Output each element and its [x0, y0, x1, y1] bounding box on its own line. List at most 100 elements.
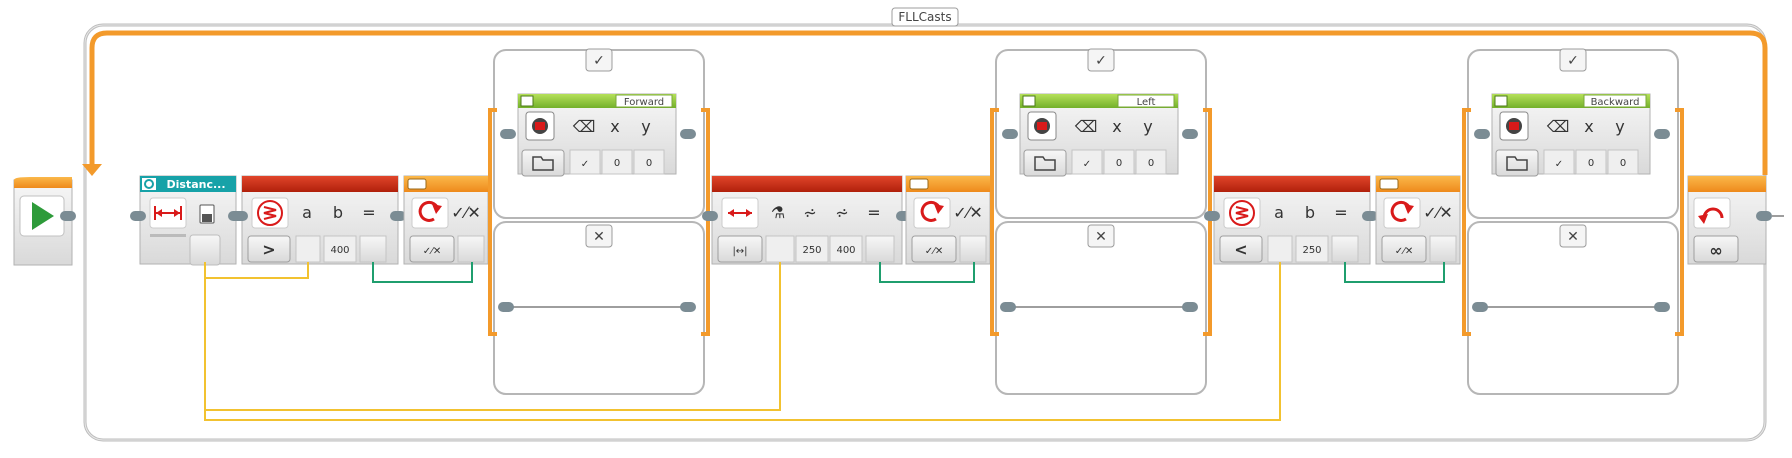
thermo-icon: ⚗ [771, 203, 785, 222]
switch-1-true-tab[interactable] [585, 48, 613, 72]
loop-arrow-icon [913, 197, 951, 229]
switch-2-true-tab[interactable] [1087, 48, 1115, 72]
display-icon [520, 95, 534, 107]
compare-icon [251, 197, 289, 229]
logic-2-mode-button[interactable] [911, 235, 957, 263]
folder-icon[interactable] [1023, 149, 1067, 177]
wire-compare-2-to-logic-3 [1344, 262, 1445, 283]
svg-text:0: 0 [1620, 158, 1626, 169]
compare-2-mode-button[interactable]: < [1219, 235, 1263, 263]
compare-b-label: b [333, 203, 343, 222]
wire-distance-to-range [204, 262, 781, 411]
display-1-x-label: x [610, 117, 619, 136]
switch-1-false-tab[interactable] [585, 224, 613, 248]
svg-text:✓: ✓ [593, 53, 605, 69]
compare-2-b-label: b [1305, 203, 1315, 222]
display-1-y-input[interactable] [633, 149, 665, 175]
display-block-3[interactable]: Backward ⌫ x y ✓ 0 0 [1474, 93, 1670, 177]
svg-text:✕: ✕ [1095, 229, 1107, 245]
compare-2-a-input[interactable] [1267, 235, 1293, 263]
loop-count-button[interactable] [1693, 235, 1739, 263]
compare-2-op-symbol: < [1234, 240, 1247, 259]
compare-2-b-value: 250 [1302, 245, 1321, 256]
display-1-x-input[interactable] [601, 149, 633, 175]
wire-distance-to-compare-2 [204, 262, 1281, 421]
svg-text:0: 0 [614, 158, 620, 169]
folder-icon[interactable] [1495, 149, 1539, 177]
display-2-y-label: y [1143, 117, 1152, 136]
loop-arrow-icon [1383, 197, 1421, 229]
svg-text:400: 400 [836, 245, 855, 256]
range-low-input[interactable] [795, 235, 829, 263]
switch-block-2[interactable]: ✓ ✕ Left ⌫ x y ✓ 0 [990, 48, 1212, 395]
check-x-icon: ✓⁄✕ [451, 203, 480, 222]
compare-2-b-input[interactable] [1295, 235, 1329, 263]
display-3-y-label: y [1615, 117, 1624, 136]
loop-return-path [89, 30, 1768, 175]
svg-text:✓⁄✕: ✓⁄✕ [925, 246, 943, 257]
loop-arrow-icon [411, 197, 449, 229]
display-block-1[interactable]: Forward ⌫ x y ✓ 0 0 [500, 93, 696, 177]
distance-sensor-block[interactable]: Distanc... [130, 175, 244, 266]
logic-mode-button[interactable] [409, 235, 455, 263]
wire-distance-to-compare-1 [204, 262, 309, 279]
eraser-icon: ⌫ [1074, 117, 1098, 136]
compare-op-symbol: > [262, 240, 275, 259]
logic-block-3[interactable]: ✓⁄✕ ✓⁄✕ [1375, 175, 1461, 265]
switch-2-false-tab[interactable] [1087, 224, 1115, 248]
svg-text:✓: ✓ [1083, 159, 1091, 170]
check-x-icon: ✓⁄✕ [1423, 203, 1452, 222]
data-wires [204, 262, 1445, 421]
compare-block-1[interactable]: a b = > 400 [232, 175, 406, 265]
high-wave-icon: ⩫ [835, 203, 848, 222]
display-3-y-input[interactable] [1607, 149, 1639, 175]
compare-eq-label: = [362, 203, 375, 222]
compare-a-input[interactable] [295, 235, 321, 263]
compare-a-label: a [302, 203, 312, 222]
svg-text:✕: ✕ [1567, 229, 1579, 245]
start-block[interactable] [13, 177, 76, 266]
logic-block-2[interactable]: ✓⁄✕ ✓⁄✕ [905, 175, 991, 265]
switch-3-true-tab[interactable] [1559, 48, 1587, 72]
range-high-input[interactable] [829, 235, 863, 263]
logic-3-mode-button[interactable] [1381, 235, 1427, 263]
play-icon[interactable] [32, 202, 54, 230]
range-eq-label: = [867, 203, 880, 222]
loop-end-block[interactable]: ∞ [1687, 175, 1784, 265]
compare-block-2[interactable]: a b = < 250 [1204, 175, 1378, 265]
svg-text:✓⁄✕: ✓⁄✕ [423, 246, 441, 257]
loop-name-tab[interactable]: FLLCasts [891, 7, 959, 27]
display-2-y-input[interactable] [1135, 149, 1167, 175]
loop-name-label: FLLCasts [898, 10, 951, 24]
compare-mode-button[interactable]: > [247, 235, 291, 263]
range-block[interactable]: ⚗ ⩫ ⩫ = |↔| 250 400 [702, 175, 912, 265]
compare-b-input[interactable] [323, 235, 357, 263]
display-2-x-label: x [1112, 117, 1121, 136]
display-2-x-input[interactable] [1103, 149, 1135, 175]
svg-text:✓: ✓ [1567, 53, 1579, 69]
display-1-y-label: y [641, 117, 650, 136]
wire-compare-1-to-logic-1 [372, 262, 473, 283]
switch-block-1[interactable]: ✓ ✕ Forward ⌫ x y ✓ [488, 48, 710, 395]
logic-block-1[interactable]: ✓⁄✕ ✓⁄✕ [403, 175, 489, 265]
display-1-title: Forward [624, 97, 664, 108]
loop-arrow-head [82, 164, 102, 176]
distance-icon [721, 197, 759, 229]
svg-text:0: 0 [1116, 158, 1122, 169]
compare-icon [1223, 197, 1261, 229]
compare-2-a-label: a [1274, 203, 1284, 222]
folder-icon[interactable] [521, 149, 565, 177]
display-3-title: Backward [1591, 97, 1640, 108]
display-3-x-input[interactable] [1575, 149, 1607, 175]
check-x-icon: ✓⁄✕ [953, 203, 982, 222]
display-icon [1022, 95, 1036, 107]
svg-text:✓: ✓ [1095, 53, 1107, 69]
range-mode-button[interactable] [717, 235, 763, 263]
switch-block-3[interactable]: ✓ ✕ Backward ⌫ x y ✓ 0 [1462, 48, 1684, 395]
distance-icon [149, 197, 187, 229]
switch-3-false-tab[interactable] [1559, 224, 1587, 248]
svg-text:0: 0 [1588, 158, 1594, 169]
svg-text:|↔|: |↔| [732, 246, 747, 257]
display-block-2[interactable]: Left ⌫ x y ✓ 0 0 [1002, 93, 1198, 177]
